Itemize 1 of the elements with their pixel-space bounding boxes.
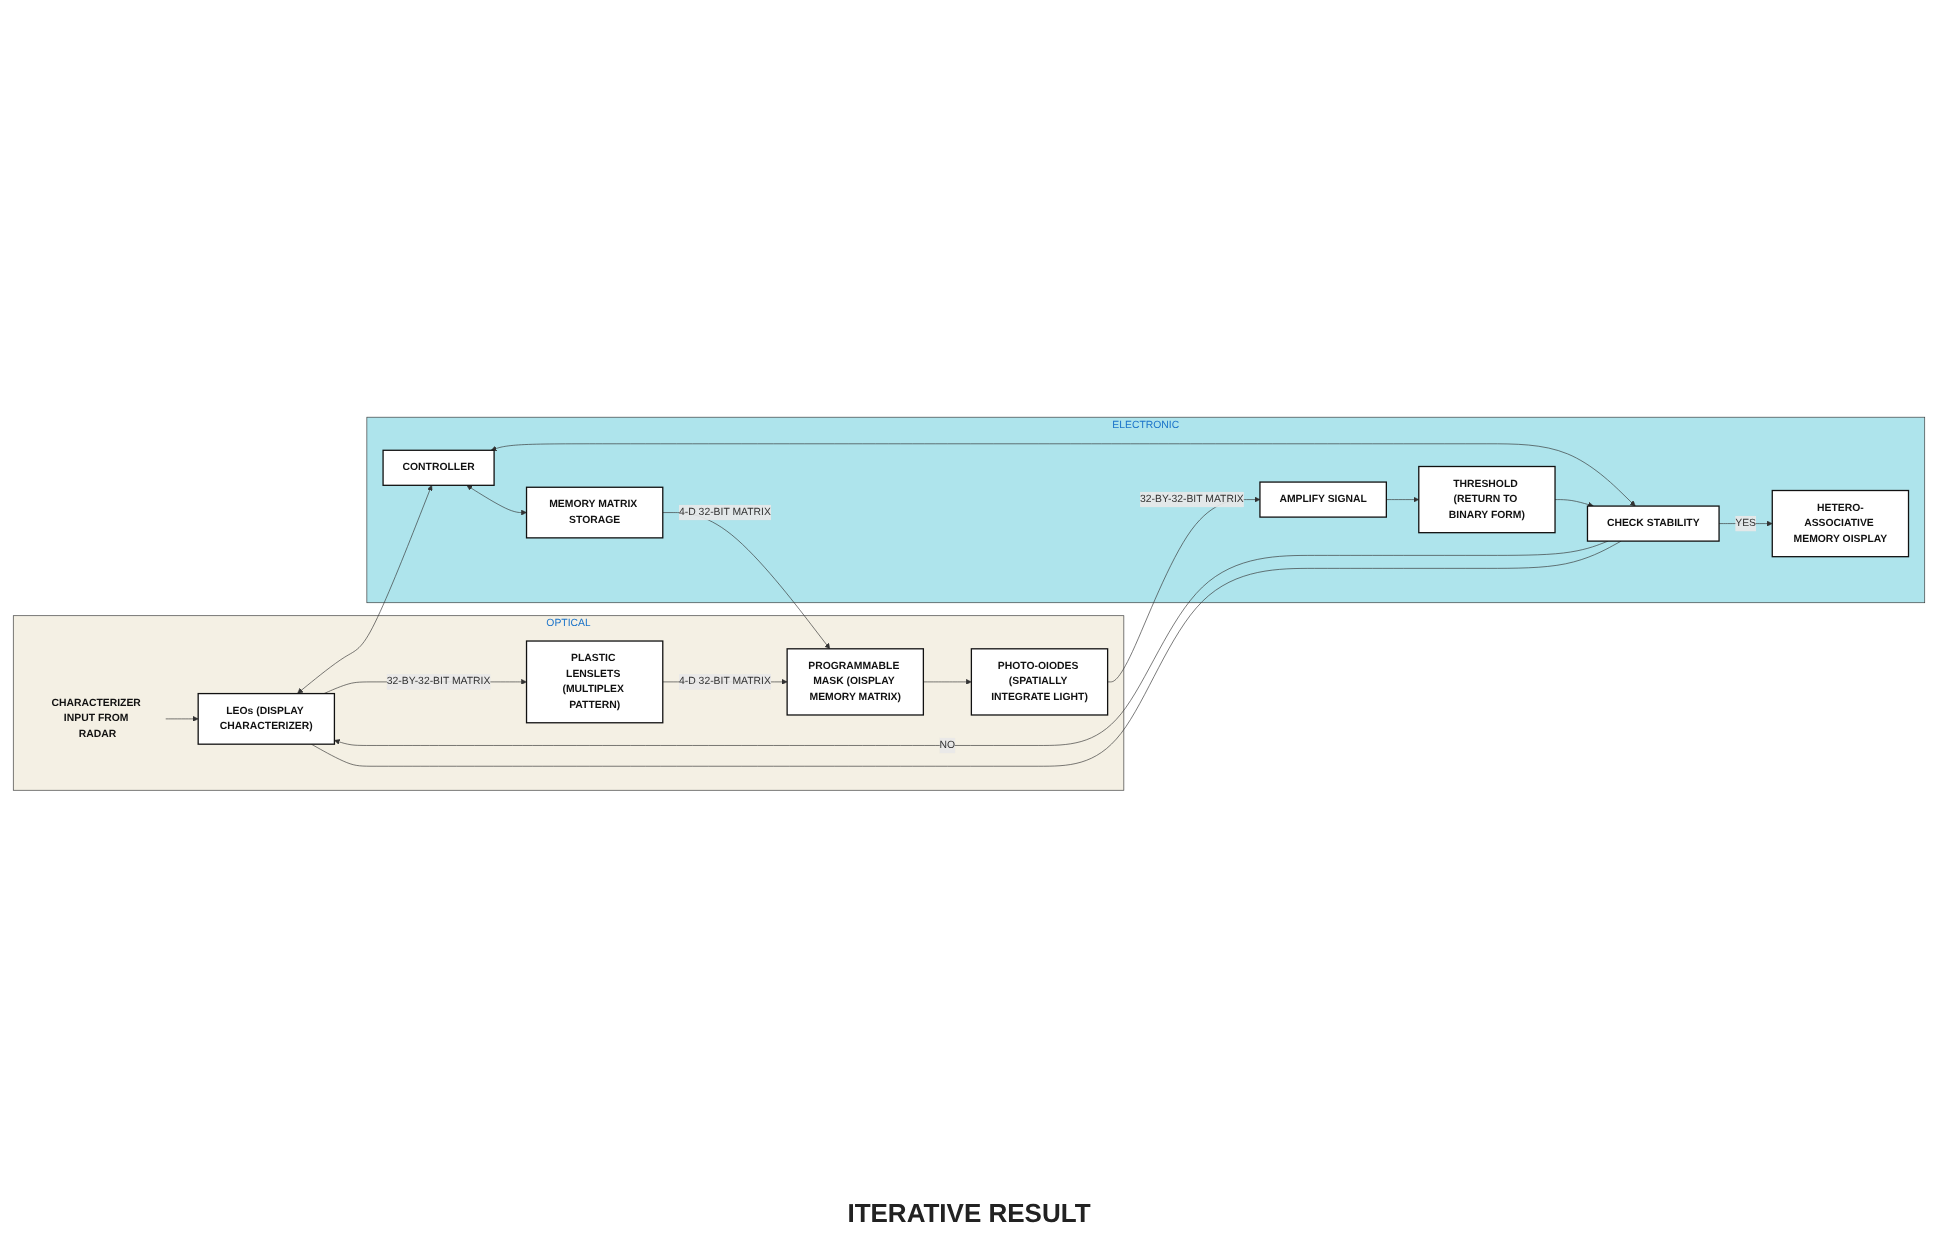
note-label: ITERATIVE RESULT — [847, 1198, 1091, 1228]
